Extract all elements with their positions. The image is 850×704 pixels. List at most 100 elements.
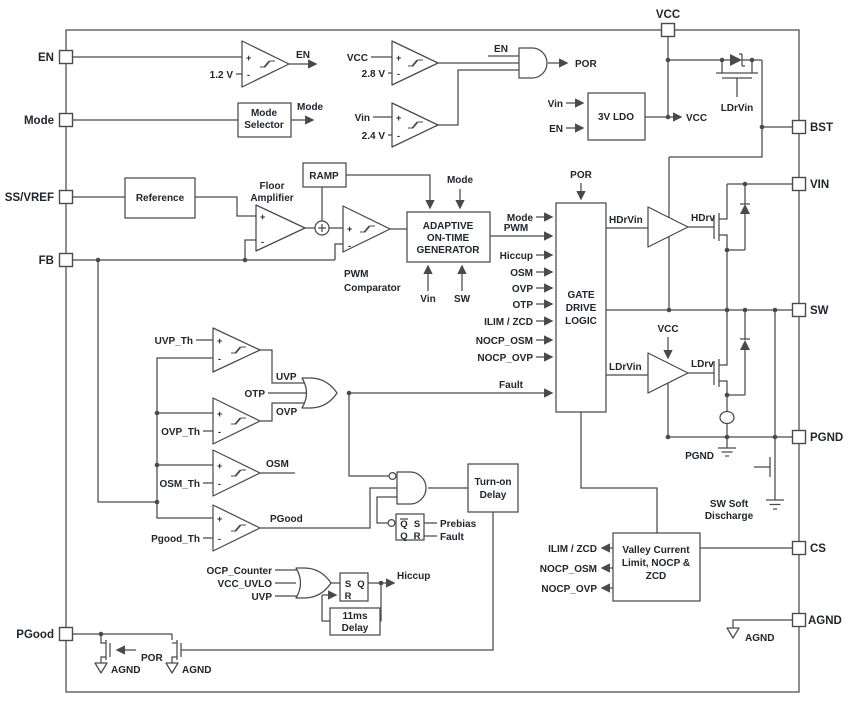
agnd-m1-label: AGND — [111, 665, 140, 676]
minus-sign: - — [348, 241, 351, 251]
agnd-symbol — [726, 627, 740, 639]
plus-sign: + — [217, 409, 222, 419]
otg-block — [406, 211, 491, 263]
otg-label: ON-TIME — [427, 233, 470, 244]
and-gate-pgood — [396, 471, 427, 505]
pgoodth-label: Pgood_Th — [151, 534, 200, 545]
ldrv-label: LDrv — [691, 359, 714, 370]
or-gate-hiccup — [295, 567, 332, 599]
pin-vin-label: VIN — [810, 179, 829, 191]
plus-sign: + — [217, 336, 222, 346]
ldo-label: 3V LDO — [598, 112, 634, 123]
pin-sw-label: SW — [810, 305, 829, 317]
floor-amplifier — [255, 204, 306, 252]
prebias-latch — [395, 513, 425, 541]
ramp-block — [302, 162, 347, 188]
gate-drive-logic-block — [555, 202, 607, 413]
por-gate-label: POR — [141, 653, 163, 664]
otg-sw-label: SW — [454, 294, 471, 305]
minus-sign: - — [247, 70, 250, 80]
gdl-ovp-label: OVP — [512, 284, 533, 295]
en-comparator — [241, 40, 290, 88]
labels: EN Mode SS/VREF FB PGood VCC BST VIN SW … — [5, 9, 843, 676]
latch-q: Q — [400, 531, 407, 542]
turnon-label: Turn-on — [474, 477, 511, 488]
uvpth-label: UVP_Th — [155, 336, 193, 347]
gdl-nocposm-label: NOCP_OSM — [476, 336, 533, 347]
uvp-comparator — [212, 327, 261, 373]
pin-bst — [791, 119, 807, 135]
latch-fault-label: Fault — [440, 532, 465, 543]
symbols — [94, 40, 750, 674]
vin-in-label: Vin — [355, 113, 370, 124]
osm-out-label: OSM — [266, 459, 289, 470]
agnd-symbol — [165, 662, 179, 674]
ldrv-driver — [647, 352, 689, 394]
reference-block — [124, 177, 196, 219]
gdl-fault-label: Fault — [499, 380, 524, 391]
pin-mode — [58, 112, 74, 128]
hiccup-out-label: Hiccup — [397, 571, 430, 582]
ramp-label: RAMP — [309, 171, 339, 182]
current-sense-icon — [719, 410, 735, 425]
osm-comparator — [212, 449, 261, 497]
plus-sign: + — [347, 224, 352, 234]
prebias-label: Prebias — [440, 519, 477, 530]
minus-sign: - — [218, 354, 221, 364]
pin-vcc — [660, 22, 676, 38]
nocposm-out-label: NOCP_OSM — [540, 564, 597, 575]
vcc-in-label: VCC — [347, 53, 368, 64]
blocks — [124, 92, 701, 636]
delay11-label: Delay — [342, 623, 369, 634]
pwm-comp-label: PWM — [344, 269, 368, 280]
junction-dots — [95, 57, 778, 637]
swsoft-label: Discharge — [705, 511, 754, 522]
gdl-pwm-label: PWM — [504, 223, 528, 234]
mode-selector-label: Mode — [251, 108, 278, 119]
pin-sw — [791, 302, 807, 318]
agnd-symbol — [94, 662, 108, 674]
arrow-wires — [115, 58, 683, 655]
pgood-comparator — [212, 504, 261, 552]
pin-vcc-label: VCC — [656, 9, 680, 21]
ls-body-diode-icon — [740, 340, 750, 350]
pin-fb — [58, 252, 74, 268]
ref-2v4-label: 2.4 V — [362, 131, 386, 142]
minus-sign: - — [397, 69, 400, 79]
valley-label: ZCD — [646, 571, 667, 582]
por-out-label: POR — [575, 59, 597, 70]
pin-pgood-label: PGood — [16, 629, 54, 641]
nocpovp-out-label: NOCP_OVP — [541, 584, 597, 595]
valley-current-block — [612, 532, 701, 602]
hdrv-driver — [647, 206, 689, 248]
pin-agnd-label: AGND — [808, 615, 842, 627]
ldo-en-label: EN — [549, 124, 563, 135]
ref-1v2-label: 1.2 V — [210, 70, 234, 81]
pin-cs — [791, 540, 807, 556]
hiccup-latch-s: S — [345, 579, 351, 590]
gdl-osm-label: OSM — [510, 268, 533, 279]
turnon-label: Delay — [480, 490, 507, 501]
hiccup-latch-r: R — [345, 591, 352, 602]
latch-s: S — [414, 519, 420, 530]
pin-en-label: EN — [38, 52, 54, 64]
gdl-mode-label: Mode — [507, 213, 534, 224]
floor-amp-label: Amplifier — [250, 193, 293, 204]
en-and-label: EN — [494, 44, 508, 55]
valley-label: Valley Current — [622, 545, 690, 556]
otp-in-label: OTP — [244, 389, 265, 400]
gdl-por-label: POR — [570, 170, 592, 181]
mode-out-label: Mode — [297, 102, 324, 113]
plus-sign: + — [246, 53, 251, 63]
gdl-ilim-label: ILIM / ZCD — [484, 317, 533, 328]
pgood-out-label: PGood — [270, 514, 303, 525]
pin-pgood — [58, 626, 74, 642]
ldrv-vcc-label: VCC — [657, 324, 678, 335]
plus-sign: + — [396, 53, 401, 63]
hiccup-latch — [339, 572, 369, 602]
ldrvin-label: LDrVin — [609, 362, 642, 373]
bootstrap-diode-icon — [730, 54, 742, 66]
uvp-hiccup-label: UVP — [251, 592, 272, 603]
gdl-otp-label: OTP — [512, 300, 533, 311]
